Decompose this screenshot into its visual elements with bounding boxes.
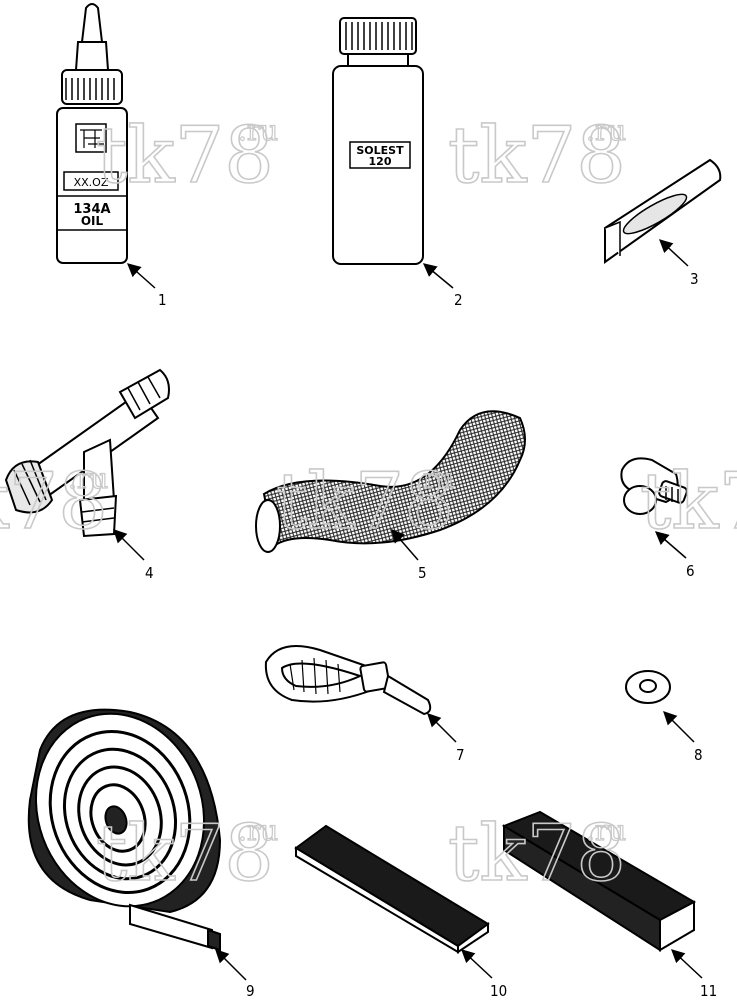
scraper-tool <box>604 158 722 264</box>
callout-3: 3 <box>690 270 699 288</box>
callout-7: 7 <box>456 746 465 764</box>
leader-9 <box>215 949 247 981</box>
oil-bottle-label-line1: 134A <box>73 202 110 217</box>
leader-5 <box>391 528 419 561</box>
svg-text:.ru: .ru <box>238 814 278 847</box>
svg-text:tk78: tk78 <box>96 111 274 201</box>
svg-text:tk78: tk78 <box>640 457 737 547</box>
tape-roll <box>27 708 222 952</box>
watermark-5: tk78 <box>639 456 737 548</box>
bottle-logo-icon <box>80 129 104 148</box>
leader-10 <box>461 949 493 979</box>
watermark-1: tk78 .ru <box>95 110 279 202</box>
foam-strip-thick <box>501 810 697 952</box>
leader-11 <box>671 949 703 979</box>
watermark-4: tk78 .ru <box>275 456 455 548</box>
svg-text:tk78: tk78 <box>96 809 274 899</box>
leader-lines <box>113 239 703 981</box>
callout-10: 10 <box>490 982 507 1000</box>
watermark-6: tk78 .ru <box>95 808 279 900</box>
callout-5: 5 <box>418 564 427 582</box>
leader-3 <box>659 239 689 267</box>
callout-4: 4 <box>145 564 154 582</box>
callout-11: 11 <box>700 982 717 1000</box>
tee-fitting <box>4 368 170 538</box>
washer <box>625 670 671 704</box>
leader-6 <box>654 531 687 559</box>
leader-2 <box>422 263 454 289</box>
leader-4 <box>113 529 145 561</box>
leader-1 <box>126 263 156 289</box>
svg-text:tk78: tk78 <box>448 111 626 201</box>
hose-clamp <box>620 457 688 515</box>
mesh-hose-sleeve <box>255 410 526 553</box>
solest-bottle <box>332 17 424 265</box>
svg-text:tk78: tk78 <box>448 809 626 899</box>
oil-bottle-134a <box>56 3 128 264</box>
watermark-2: tk78 .ru <box>447 110 627 202</box>
callout-1: 1 <box>158 291 167 309</box>
callout-6: 6 <box>686 562 695 580</box>
callout-8: 8 <box>694 746 703 764</box>
watermark-7: tk78 .ru <box>447 808 627 900</box>
leader-8 <box>663 711 695 743</box>
svg-text:.ru: .ru <box>238 114 278 147</box>
svg-text:.ru: .ru <box>68 462 108 495</box>
svg-text:tk78: tk78 <box>0 457 108 547</box>
oil-bottle-label-line2: OIL <box>81 214 104 228</box>
callout-9: 9 <box>246 982 255 1000</box>
callout-2: 2 <box>454 291 463 309</box>
foam-strip-thin <box>294 824 490 954</box>
svg-text:.ru: .ru <box>586 114 626 147</box>
svg-text:.ru: .ru <box>414 462 454 495</box>
solest-label-line1: SOLEST <box>356 144 404 157</box>
oil-bottle-size-label: XX.OZ <box>74 176 109 189</box>
svg-text:.ru: .ru <box>586 814 626 847</box>
cable-tie <box>264 645 432 716</box>
solest-label-line2: 120 <box>369 155 392 168</box>
svg-text:tk78: tk78 <box>276 457 454 547</box>
watermark-3: tk78 .ru <box>0 456 109 548</box>
leader-7 <box>427 713 457 743</box>
